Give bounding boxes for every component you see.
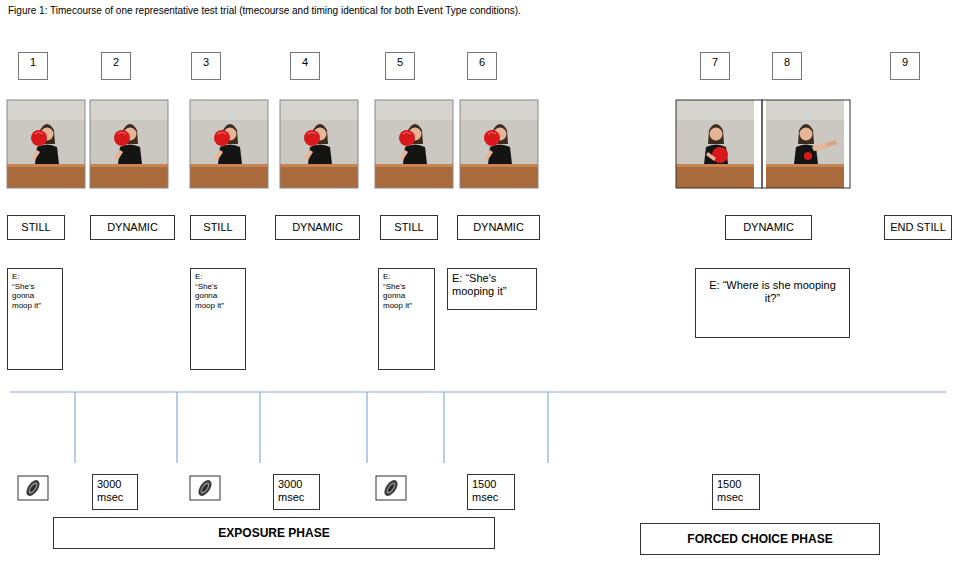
duration-box: 3000 msec (273, 474, 320, 510)
node-text: E: “She's mooping it” (452, 272, 532, 298)
node-text: 1 (23, 56, 43, 69)
node-text: 1500 msec (472, 478, 508, 504)
mouse-click-icons (18, 476, 406, 500)
photo-frames (7, 100, 850, 188)
node-text: 3000 msec (278, 478, 314, 504)
frame-type-box: STILL (380, 215, 438, 240)
step-number: 4 (290, 52, 320, 80)
node-text: 3000 msec (97, 478, 133, 504)
photo-hold (676, 100, 754, 188)
photo-dynamic (90, 100, 168, 188)
node-text: 4 (295, 56, 315, 69)
frame-type-box: DYNAMIC (725, 215, 812, 240)
node-text: STILL (385, 221, 433, 234)
frame-type-box: STILL (7, 215, 65, 240)
step-number: 1 (18, 52, 48, 80)
frame-type-box: END STILL (884, 215, 952, 240)
node-text: 3 (196, 56, 216, 69)
duration-box: 3000 msec (92, 474, 138, 510)
speech-box: E: “She's gonna moop it” (7, 268, 63, 370)
node-text: DYNAMIC (95, 221, 170, 234)
node-text: STILL (12, 221, 60, 234)
node-text: E: “She's gonna moop it” (195, 272, 227, 310)
step-number: 6 (467, 52, 497, 80)
figure-title: Figure 1: Timecourse of one representati… (8, 5, 521, 16)
timeline (10, 392, 946, 463)
node-text: EXPOSURE PHASE (58, 526, 490, 540)
node-text: DYNAMIC (280, 221, 355, 234)
mouse-icon (190, 476, 220, 500)
node-text: 8 (777, 56, 797, 69)
photo-still (375, 100, 453, 188)
step-number: 9 (890, 52, 920, 80)
node-text: E: “She's gonna moop it” (12, 272, 44, 310)
duration-box: 1500 msec (467, 474, 515, 510)
duration-box: 1500 msec (712, 474, 760, 510)
photo-dynamic (280, 100, 358, 188)
frame-type-box: STILL (190, 215, 246, 240)
photo-dynamic (460, 100, 538, 188)
phase-box: EXPOSURE PHASE (53, 517, 495, 549)
node-text: 7 (705, 56, 725, 69)
speech-box: E: “Where is she mooping it?” (695, 268, 850, 338)
node-text: FORCED CHOICE PHASE (645, 532, 875, 546)
frame-type-box: DYNAMIC (275, 215, 360, 240)
step-number: 7 (700, 52, 730, 80)
step-number: 3 (191, 52, 221, 80)
node-text: 2 (106, 56, 126, 69)
node-text: E: “Where is she mooping it?” (708, 279, 838, 305)
mouse-icon (376, 476, 406, 500)
speech-box: E: “She's gonna moop it” (190, 268, 246, 370)
node-text: 9 (895, 56, 915, 69)
node-text: 1500 msec (717, 478, 753, 504)
node-text: END STILL (889, 221, 947, 234)
mouse-icon (18, 476, 48, 500)
node-text: E: “She's gonna moop it” (383, 272, 415, 310)
step-number: 8 (772, 52, 802, 80)
photo-still (190, 100, 268, 188)
step-number: 5 (385, 52, 415, 80)
photo-throw (766, 100, 844, 188)
frame-type-box: DYNAMIC (90, 215, 175, 240)
node-text: DYNAMIC (462, 221, 535, 234)
phase-box: FORCED CHOICE PHASE (640, 523, 880, 555)
node-text: 6 (472, 56, 492, 69)
node-text: 5 (390, 56, 410, 69)
photo-still (7, 100, 85, 188)
node-text: STILL (195, 221, 241, 234)
step-number: 2 (101, 52, 131, 80)
speech-box: E: “She's mooping it” (447, 268, 537, 310)
speech-box: E: “She's gonna moop it” (378, 268, 435, 370)
frame-type-box: DYNAMIC (457, 215, 540, 240)
node-text: DYNAMIC (730, 221, 807, 234)
